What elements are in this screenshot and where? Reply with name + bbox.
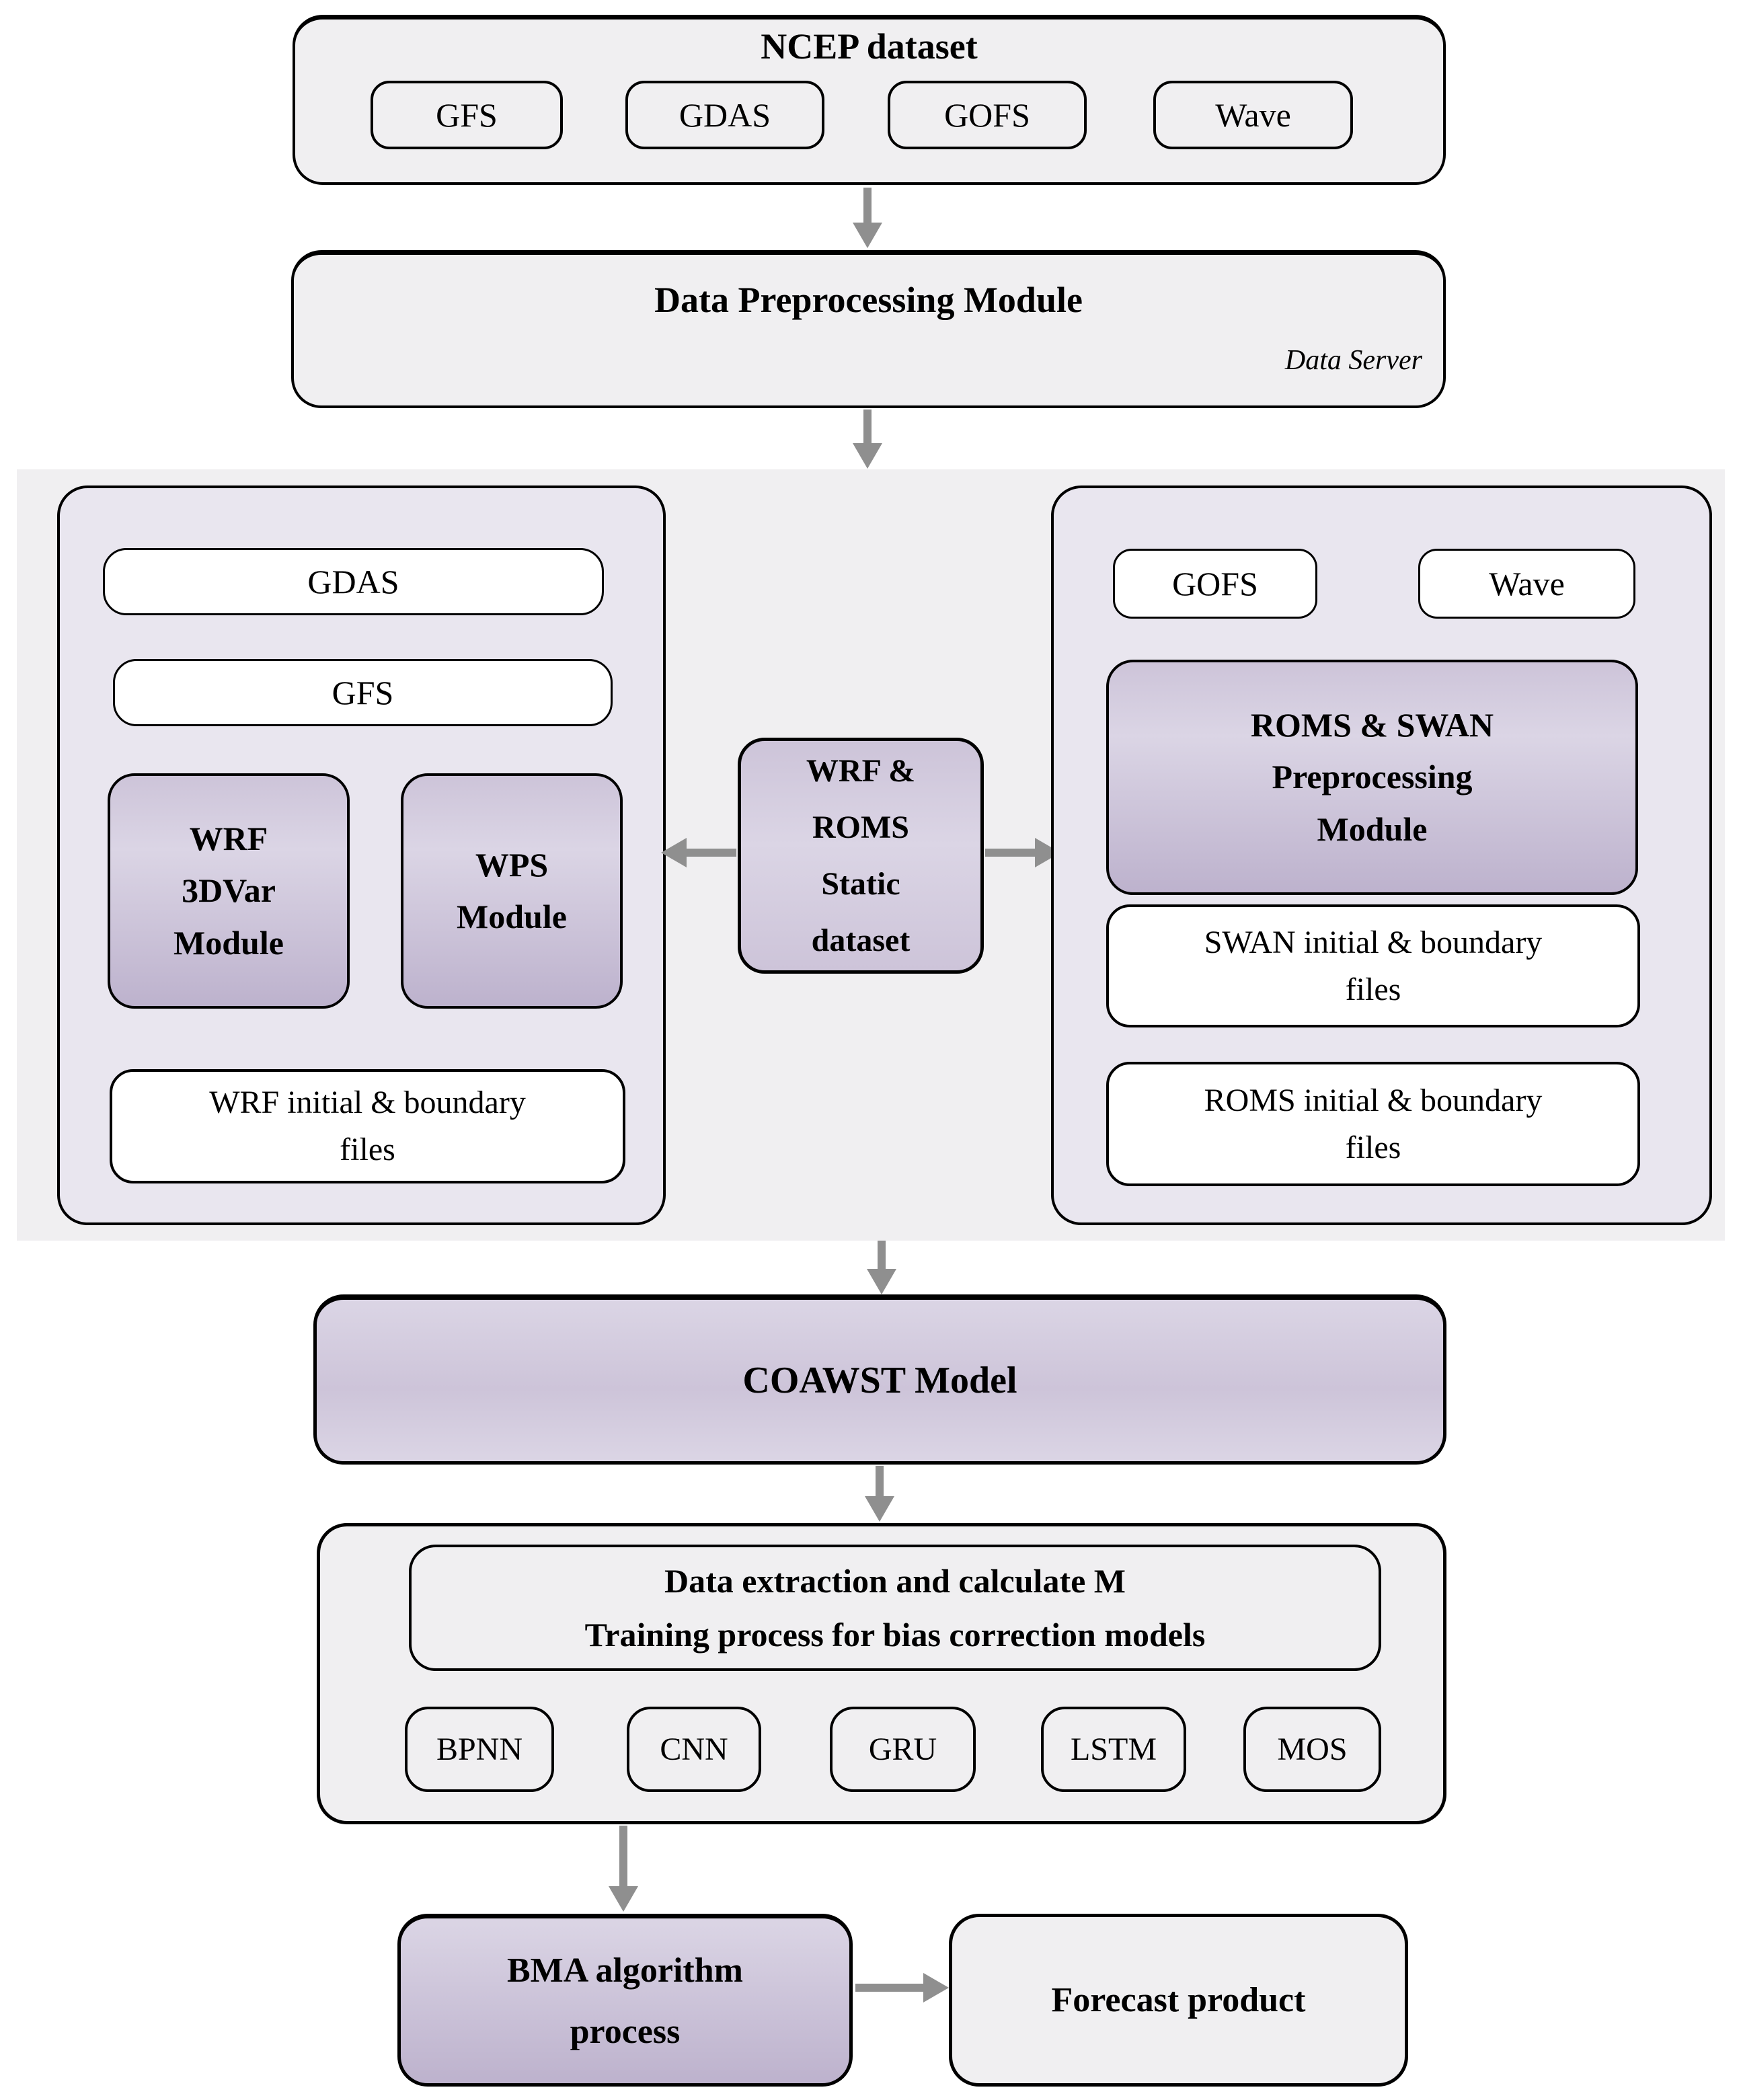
coawst-model-box: COAWST Model (313, 1294, 1446, 1465)
wps-module-box: WPS Module (401, 773, 623, 1009)
model-chip-bpnn: BPNN (405, 1707, 554, 1792)
model-chip-gru: GRU (830, 1707, 976, 1792)
training-header-box: Data extraction and calculate M Training… (409, 1545, 1381, 1671)
static-dataset-line: Static (821, 865, 900, 902)
bma-line: process (570, 2012, 681, 2051)
roms-panel-gofs-box: GOFS (1113, 549, 1317, 619)
arrow-preprocessing-to-section (853, 410, 882, 469)
arrow-shaft (863, 188, 872, 224)
arrow-shaft (878, 1241, 886, 1270)
data-server-note: Data Server (1284, 345, 1422, 376)
ncep-chip-gfs: GFS (371, 81, 563, 149)
arrow-head-icon (609, 1886, 638, 1912)
arrow-shaft (876, 1466, 884, 1498)
roms-swan-module-box: ROMS & SWAN Preprocessing Module (1106, 660, 1638, 895)
arrow-ncep-to-preprocessing (853, 188, 882, 248)
roms-swan-module-line: Module (1317, 810, 1428, 848)
arrow-coawst-to-training (865, 1466, 894, 1522)
training-header-line: Data extraction and calculate M (664, 1562, 1126, 1600)
roms-panel-wave-box: Wave (1418, 549, 1635, 619)
wrf-3dvar-line: WRF (189, 819, 268, 857)
roms-files-line: ROMS initial & boundary (1204, 1082, 1543, 1118)
ncep-dataset-title: NCEP dataset (761, 26, 978, 67)
wrf-files-line: WRF initial & boundary (209, 1085, 526, 1121)
arrow-head-icon (867, 1269, 896, 1294)
static-dataset-line: ROMS (812, 809, 909, 845)
ncep-chip-wave: Wave (1153, 81, 1353, 149)
data-preprocessing-title: Data Preprocessing Module (654, 280, 1083, 320)
model-chip-lstm: LSTM (1041, 1707, 1186, 1792)
bma-algorithm-box: BMA algorithm process (397, 1914, 853, 2087)
arrow-head-icon (923, 1973, 949, 2002)
static-dataset-line: dataset (811, 922, 911, 958)
arrow-static-to-wrf-panel (661, 838, 736, 867)
swan-files-line: files (1345, 971, 1401, 1007)
forecast-product-box: Forecast product (949, 1914, 1408, 2087)
roms-swan-module-line: ROMS & SWAN (1250, 705, 1494, 744)
arrow-shaft (863, 410, 872, 444)
model-chip-cnn: CNN (627, 1707, 761, 1792)
wps-module-line: WPS (475, 845, 549, 884)
model-chip-mos: MOS (1243, 1707, 1381, 1792)
wrf-3dvar-module-box: WRF 3DVar Module (108, 773, 350, 1009)
wrf-panel-gfs-box: GFS (113, 659, 613, 726)
wrf-3dvar-line: 3DVar (182, 871, 276, 910)
roms-swan-module-line: Preprocessing (1272, 758, 1473, 796)
wps-module-line: Module (457, 898, 567, 935)
arrow-head-icon (853, 443, 882, 469)
arrow-head-icon (853, 223, 882, 248)
arrow-shaft (855, 1984, 925, 1992)
arrow-section-to-coawst (867, 1241, 896, 1294)
wrf-panel-gdas-box: GDAS (103, 548, 604, 615)
roms-files-line: files (1345, 1129, 1401, 1165)
wrf-files-box: WRF initial & boundary files (110, 1069, 625, 1183)
bma-line: BMA algorithm (507, 1951, 743, 1990)
data-preprocessing-box (291, 250, 1446, 408)
arrow-static-to-roms-panel (985, 838, 1060, 867)
arrow-head-icon (865, 1496, 894, 1522)
arrow-training-to-bma (609, 1826, 638, 1912)
ncep-chip-gdas: GDAS (625, 81, 824, 149)
static-dataset-box: WRF & ROMS Static dataset (738, 738, 984, 974)
wrf-3dvar-line: Module (173, 923, 284, 962)
swan-files-line: SWAN initial & boundary (1204, 924, 1543, 960)
arrow-head-icon (661, 838, 687, 867)
arrow-bma-to-forecast (855, 1973, 949, 2002)
roms-files-box: ROMS initial & boundary files (1106, 1062, 1640, 1186)
arrow-shaft (685, 849, 736, 857)
arrow-shaft (985, 849, 1036, 857)
arrow-shaft (619, 1826, 627, 1888)
wrf-files-line: files (340, 1132, 395, 1167)
ncep-chip-gofs: GOFS (888, 81, 1087, 149)
static-dataset-line: WRF & (806, 752, 916, 789)
swan-files-box: SWAN initial & boundary files (1106, 904, 1640, 1027)
training-header-line: Training process for bias correction mod… (584, 1616, 1206, 1654)
